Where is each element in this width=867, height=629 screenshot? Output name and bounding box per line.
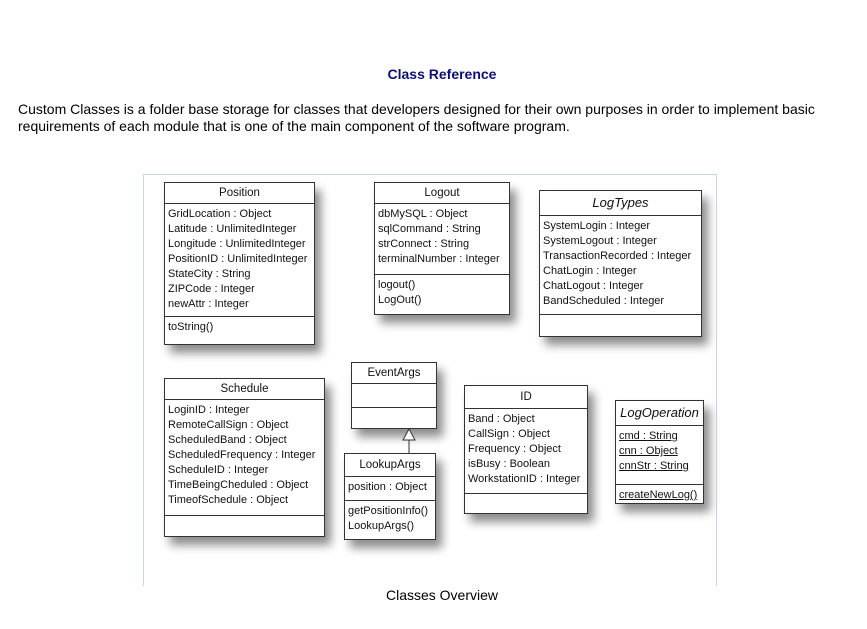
attribute: TransactionRecorded : Integer (543, 250, 692, 262)
class-logout: Logout dbMySQL : Object sqlCommand : Str… (374, 182, 510, 315)
operation: toString() (168, 321, 214, 333)
attribute: WorkstationID : Integer (468, 473, 581, 485)
attribute: terminalNumber : Integer (378, 253, 500, 265)
attribute: cmd : String (619, 430, 678, 442)
class-name: LogTypes (540, 191, 701, 216)
attributes-section: cmd : String cnn : Object cnnStr : Strin… (616, 426, 703, 485)
attribute: GridLocation : Object (168, 208, 272, 220)
attribute: isBusy : Boolean (468, 458, 550, 470)
class-name: Schedule (165, 379, 324, 400)
operation: createNewLog() (619, 489, 698, 501)
attribute: ScheduledFrequency : Integer (168, 449, 316, 461)
intro-paragraph: Custom Classes is a folder base storage … (18, 101, 815, 134)
class-name: Position (165, 183, 314, 204)
page-title: Class Reference (387, 66, 497, 82)
operation: LogOut() (378, 294, 422, 306)
attribute: Frequency : Object (468, 443, 561, 455)
attribute: dbMySQL : Object (378, 208, 468, 220)
operations-section (165, 516, 324, 522)
attributes-section: dbMySQL : Object sqlCommand : String str… (375, 204, 509, 275)
attribute: cnnStr : String (619, 460, 689, 472)
attribute: ScheduledBand : Object (168, 434, 287, 446)
class-eventargs: EventArgs (351, 362, 437, 429)
attribute: TimeBeingCheduled : Object (168, 479, 309, 491)
attribute: ChatLogin : Integer (543, 265, 637, 277)
attributes-section: LoginID : Integer RemoteCallSign : Objec… (165, 400, 324, 516)
operations-section (352, 408, 436, 414)
diagram-caption: Classes Overview (385, 587, 499, 603)
class-schedule: Schedule LoginID : Integer RemoteCallSig… (164, 378, 325, 537)
attributes-section: SystemLogin : Integer SystemLogout : Int… (540, 216, 701, 315)
attribute: TimeofSchedule : Object (168, 494, 289, 506)
class-name: LookupArgs (345, 454, 435, 477)
operations-section (540, 315, 701, 321)
class-name: Logout (375, 183, 509, 204)
attribute: ScheduleID : Integer (168, 464, 269, 476)
attribute: CallSign : Object (468, 428, 550, 440)
attributes-section (352, 384, 436, 408)
operations-section: createNewLog() (616, 485, 703, 506)
attribute: RemoteCallSign : Object (168, 419, 289, 431)
attribute: PositionID : UnlimitedInteger (168, 253, 308, 265)
operations-section: getPositionInfo() LookupArgs() (345, 501, 435, 537)
operation: logout() (378, 279, 416, 291)
attribute: ZIPCode : Integer (168, 283, 255, 295)
operations-section (465, 494, 587, 500)
class-name: ID (465, 386, 587, 409)
attribute: sqlCommand : String (378, 223, 481, 235)
operations-section: toString() (165, 317, 314, 338)
attributes-section: Band : Object CallSign : Object Frequenc… (465, 409, 587, 494)
operation: LookupArgs() (348, 520, 415, 532)
class-name: LogOperation (616, 401, 703, 426)
attribute: SystemLogin : Integer (543, 220, 651, 232)
class-position: Position GridLocation : Object Latitude … (164, 182, 315, 345)
attribute: Latitude : UnlimitedInteger (168, 223, 297, 235)
attribute: LoginID : Integer (168, 404, 250, 416)
attribute: StateCity : String (168, 268, 251, 280)
class-lookupargs: LookupArgs position : Object getPosition… (344, 453, 436, 540)
attribute: ChatLogout : Integer (543, 280, 644, 292)
class-logoperation: LogOperation cmd : String cnn : Object c… (615, 400, 704, 504)
attribute: Longitude : UnlimitedInteger (168, 238, 306, 250)
attribute: position : Object (348, 481, 427, 493)
class-id: ID Band : Object CallSign : Object Frequ… (464, 385, 588, 514)
attribute: Band : Object (468, 413, 535, 425)
attributes-section: GridLocation : Object Latitude : Unlimit… (165, 204, 314, 317)
attribute: strConnect : String (378, 238, 470, 250)
attribute: BandScheduled : Integer (543, 295, 665, 307)
attribute: SystemLogout : Integer (543, 235, 657, 247)
class-logtypes: LogTypes SystemLogin : Integer SystemLog… (539, 190, 702, 337)
class-name: EventArgs (352, 363, 436, 384)
attribute: cnn : Object (619, 445, 678, 457)
attributes-section: position : Object (345, 477, 435, 501)
operation: getPositionInfo() (348, 505, 429, 517)
attribute: newAttr : Integer (168, 298, 249, 310)
operations-section: logout() LogOut() (375, 275, 509, 311)
